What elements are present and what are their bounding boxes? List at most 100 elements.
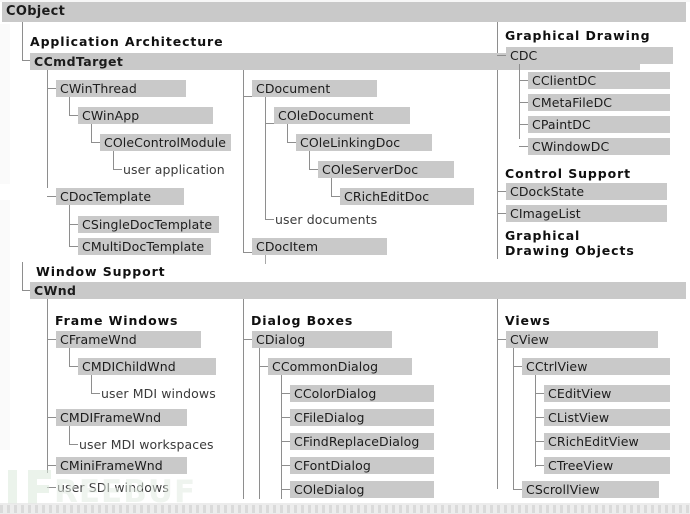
node-user-sdi-windows: user SDI windows bbox=[57, 480, 169, 495]
node-cview[interactable]: CView bbox=[506, 331, 658, 348]
node-cobject[interactable]: CObject bbox=[2, 2, 686, 22]
node-ccommondialog[interactable]: CCommonDialog bbox=[268, 358, 412, 375]
connector-colelinkingdoc-v bbox=[287, 124, 288, 142]
connector-cwinapp-v bbox=[69, 97, 70, 115]
node-cdialog[interactable]: CDialog bbox=[252, 331, 392, 348]
heading-application-architecture: Application Architecture bbox=[30, 34, 224, 49]
node-cminiframewnd[interactable]: CMiniFrameWnd bbox=[56, 457, 187, 474]
connector-coleserverdoc-v bbox=[309, 151, 310, 169]
connector-cwnd-elbow bbox=[22, 290, 30, 291]
connector-cmetafiledc bbox=[519, 102, 528, 103]
connector-views-spine bbox=[497, 299, 498, 489]
node-cdocument[interactable]: CDocument bbox=[252, 80, 377, 97]
connector-cdialog-spine bbox=[259, 348, 260, 499]
connector-ccommondialog bbox=[259, 366, 268, 367]
node-cpaintdc[interactable]: CPaintDC bbox=[528, 116, 670, 133]
connector-coleserverdoc-h bbox=[309, 169, 318, 170]
connector-clistview bbox=[535, 417, 544, 418]
connector-cmdiframewnd bbox=[47, 417, 56, 418]
connector-cctrlview bbox=[513, 366, 522, 367]
node-csingledoctemplate[interactable]: CSingleDocTemplate bbox=[78, 216, 219, 233]
connector-cctrlview-spine bbox=[535, 375, 536, 467]
node-cfontdialog[interactable]: CFontDialog bbox=[290, 457, 434, 474]
node-coledialog[interactable]: COleDialog bbox=[290, 481, 434, 498]
connector-user-sdi-windows bbox=[47, 487, 56, 488]
node-cdc[interactable]: CDC bbox=[506, 47, 673, 64]
connector-cview-spine bbox=[513, 348, 514, 489]
node-cfindreplacedialog[interactable]: CFindReplaceDialog bbox=[290, 433, 434, 450]
node-ceditview[interactable]: CEditView bbox=[544, 385, 670, 402]
node-cimagelist[interactable]: CImageList bbox=[506, 205, 667, 222]
connector-cdocument-spine bbox=[265, 97, 266, 219]
connector-colecontrolmodule-v bbox=[91, 124, 92, 142]
node-clistview[interactable]: CListView bbox=[544, 409, 670, 426]
node-cdoctemplate[interactable]: CDocTemplate bbox=[56, 188, 184, 205]
connector-cdc bbox=[497, 55, 506, 56]
heading-graphical-drawing-objects-line2: Drawing Objects bbox=[505, 243, 635, 258]
connector-cricheditdoc-v bbox=[331, 178, 332, 196]
connector-framewindows-spine bbox=[47, 299, 48, 473]
heading-dialog-boxes: Dialog Boxes bbox=[251, 313, 354, 328]
connector-ceditview bbox=[535, 393, 544, 394]
connector-cfindreplacedialog bbox=[281, 441, 290, 442]
node-cframewnd[interactable]: CFrameWnd bbox=[56, 331, 201, 348]
node-cdockstate[interactable]: CDockState bbox=[506, 183, 667, 200]
connector-ccmdtarget-left-spine bbox=[47, 70, 48, 188]
connector-colelinkingdoc-h bbox=[287, 142, 296, 143]
connector-cwinthread bbox=[47, 88, 56, 89]
connector-ccmdtarget-mid-spine bbox=[243, 70, 244, 252]
node-colecontrolmodule[interactable]: COleControlModule bbox=[100, 134, 231, 151]
connector-user-mdi-windows-h bbox=[91, 393, 100, 394]
connector-cfiledialog bbox=[281, 417, 290, 418]
node-coledocument[interactable]: COleDocument bbox=[274, 107, 410, 124]
connector-root-elbow bbox=[22, 60, 30, 61]
node-ctreeview[interactable]: CTreeView bbox=[544, 457, 670, 474]
connector-cdocitem-stub bbox=[265, 255, 266, 264]
connector-colecontrolmodule-h bbox=[91, 142, 100, 143]
connector-ccolordialog bbox=[281, 393, 290, 394]
connector-cdoctemplate-spine bbox=[69, 205, 70, 246]
connector-cmdichildwnd-v bbox=[69, 348, 70, 366]
node-cdocitem[interactable]: CDocItem bbox=[252, 238, 387, 255]
node-cricheditview[interactable]: CRichEditView bbox=[544, 433, 670, 450]
connector-cdialog bbox=[243, 339, 252, 340]
node-cwnd[interactable]: CWnd bbox=[30, 282, 686, 299]
connector-cview bbox=[497, 339, 506, 340]
node-cwinapp[interactable]: CWinApp bbox=[78, 107, 213, 124]
connector-coledialog bbox=[281, 489, 290, 490]
node-cmultidoctemplate[interactable]: CMultiDocTemplate bbox=[78, 238, 211, 255]
connector-cdc-spine bbox=[519, 64, 520, 139]
node-coleserverdoc[interactable]: COleServerDoc bbox=[318, 161, 454, 178]
connector-cminiframewnd bbox=[47, 465, 56, 466]
connector-cfontdialog bbox=[281, 465, 290, 466]
node-colelinkingdoc[interactable]: COleLinkingDoc bbox=[296, 134, 432, 151]
connector-cscrollview bbox=[513, 489, 522, 490]
heading-graphical-drawing-objects-line1: Graphical bbox=[505, 228, 581, 243]
node-cclientdc[interactable]: CClientDC bbox=[528, 72, 670, 89]
connector-dialogboxes-spine bbox=[243, 299, 244, 499]
connector-cdoctemplate bbox=[47, 196, 56, 197]
connector-user-mdi-workspaces-v bbox=[69, 426, 70, 444]
node-cmdichildwnd[interactable]: CMDIChildWnd bbox=[78, 358, 216, 375]
heading-graphical-drawing: Graphical Drawing bbox=[505, 28, 651, 43]
scan-artifact-left bbox=[0, 24, 10, 184]
node-cmetafiledc[interactable]: CMetaFileDC bbox=[528, 94, 670, 111]
connector-user-mdi-windows-v bbox=[91, 375, 92, 393]
connector-ctreeview bbox=[535, 465, 544, 466]
connector-ccommondialog-spine bbox=[281, 375, 282, 499]
connector-cwinapp-h bbox=[69, 115, 78, 116]
connector-cdocitem bbox=[243, 252, 252, 253]
node-cricheditdoc[interactable]: CRichEditDoc bbox=[340, 188, 474, 205]
node-cscrollview[interactable]: CScrollView bbox=[522, 481, 659, 498]
node-ccolordialog[interactable]: CColorDialog bbox=[290, 385, 434, 402]
connector-cdockstate bbox=[497, 191, 506, 192]
node-cfiledialog[interactable]: CFileDialog bbox=[290, 409, 434, 426]
connector-root-right-spine bbox=[497, 22, 498, 259]
node-cwindowdc[interactable]: CWindowDC bbox=[528, 138, 670, 155]
node-cmdiframewnd[interactable]: CMDIFrameWnd bbox=[56, 409, 187, 426]
node-ccmdtarget[interactable]: CCmdTarget bbox=[30, 53, 640, 70]
node-cctrlview[interactable]: CCtrlView bbox=[522, 358, 670, 375]
node-cwinthread[interactable]: CWinThread bbox=[56, 80, 186, 97]
heading-window-support: Window Support bbox=[36, 264, 166, 279]
